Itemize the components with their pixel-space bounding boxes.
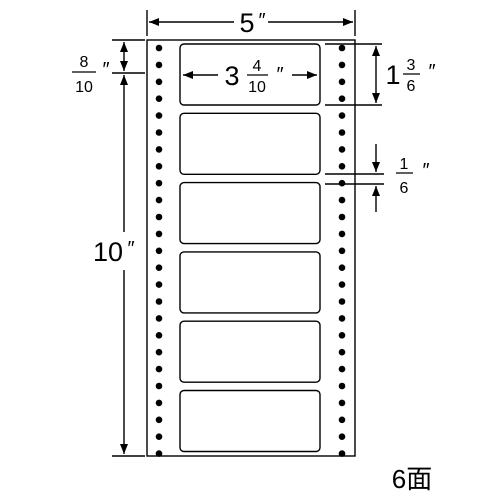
- label-width-denominator: 10: [248, 79, 266, 96]
- label-gap-dimension: 1 6 ″: [325, 144, 430, 212]
- right-pin-hole: [338, 179, 346, 187]
- right-pin-hole: [338, 61, 346, 69]
- label-cell: [179, 320, 321, 383]
- sheet-width-dimension: 5 ″: [146, 8, 356, 38]
- right-pin-hole: [338, 112, 346, 119]
- label-height-unit: ″: [428, 61, 435, 83]
- labels-per-sheet-caption: 6面: [392, 464, 432, 494]
- left-pin-hole: [155, 196, 163, 204]
- sheet-width-unit: ″: [258, 10, 265, 32]
- right-pin-hole: [338, 399, 346, 407]
- right-pin-hole: [338, 433, 346, 441]
- right-pin-hole: [338, 382, 346, 390]
- left-pin-hole: [155, 382, 163, 390]
- left-pin-hole: [155, 95, 163, 102]
- label-gap-unit: ″: [422, 160, 429, 182]
- left-pin-hole: [155, 433, 163, 441]
- right-pin-hole: [338, 230, 346, 238]
- sheet-height-unit: ″: [127, 238, 134, 260]
- right-pin-hole: [338, 298, 346, 305]
- right-pin-hole: [338, 348, 346, 356]
- left-pin-hole: [155, 78, 163, 86]
- left-pin-hole: [155, 281, 163, 288]
- label-height-denominator: 6: [407, 78, 416, 95]
- label-gap-numerator: 1: [400, 156, 409, 173]
- left-pin-hole: [155, 365, 163, 373]
- right-pin-hole: [338, 146, 346, 153]
- label-gap-denominator: 6: [400, 180, 409, 197]
- right-pin-hole: [338, 247, 346, 255]
- left-pin-hole: [155, 61, 163, 69]
- left-pin-hole: [155, 230, 163, 238]
- sheet-outline: [146, 39, 356, 457]
- top-margin-numerator: 8: [80, 54, 89, 71]
- right-pin-hole: [338, 332, 346, 339]
- label-cell: [179, 181, 321, 245]
- top-margin-denominator: 10: [75, 79, 93, 96]
- left-pin-hole: [155, 247, 163, 255]
- left-pin-hole: [155, 399, 163, 407]
- label-width-whole: 3: [224, 61, 239, 91]
- left-pin-hole: [155, 450, 163, 457]
- left-pin-hole: [155, 348, 163, 356]
- right-pin-hole: [338, 44, 346, 52]
- left-pin-hole: [155, 298, 163, 305]
- tractor-pin-holes: [155, 44, 346, 457]
- left-pin-hole: [155, 44, 163, 52]
- left-pin-hole: [155, 179, 163, 187]
- right-pin-hole: [338, 416, 346, 424]
- label-cell: [179, 389, 321, 453]
- right-pin-hole: [338, 315, 346, 322]
- label-height-dimension: 1 3 6 ″: [325, 43, 436, 106]
- left-pin-hole: [155, 315, 163, 322]
- label-height-numerator: 3: [407, 57, 416, 74]
- sheet-height-dimension: 10 ″: [93, 75, 145, 457]
- label-width-numerator: 4: [253, 58, 262, 75]
- left-pin-hole: [155, 332, 163, 339]
- label-cell: [179, 251, 321, 314]
- left-pin-hole: [155, 112, 163, 119]
- left-pin-hole: [155, 213, 163, 221]
- right-pin-hole: [338, 365, 346, 373]
- right-pin-hole: [338, 78, 346, 86]
- sheet-width-value: 5: [239, 8, 254, 38]
- left-pin-hole: [155, 416, 163, 424]
- right-pin-hole: [338, 129, 346, 136]
- right-pin-hole: [338, 95, 346, 102]
- left-pin-hole: [155, 163, 163, 170]
- label-cell: [179, 43, 321, 106]
- left-pin-hole: [155, 129, 163, 136]
- label-cell: [179, 112, 321, 176]
- right-pin-hole: [338, 281, 346, 288]
- right-pin-hole: [338, 264, 346, 272]
- label-cells: [179, 43, 321, 453]
- left-pin-hole: [155, 146, 163, 153]
- label-width-dimension: 3 4 10 ″: [183, 58, 317, 96]
- left-pin-hole: [155, 264, 163, 272]
- right-pin-hole: [338, 213, 346, 221]
- top-margin-unit: ″: [102, 59, 109, 81]
- label-width-unit: ″: [276, 64, 283, 86]
- top-margin-dimension: 8 10 ″: [72, 39, 145, 96]
- right-pin-hole: [338, 450, 346, 457]
- label-height-whole: 1: [385, 60, 400, 90]
- right-pin-hole: [338, 163, 346, 170]
- sheet-height-value: 10: [93, 237, 123, 267]
- right-pin-hole: [338, 196, 346, 204]
